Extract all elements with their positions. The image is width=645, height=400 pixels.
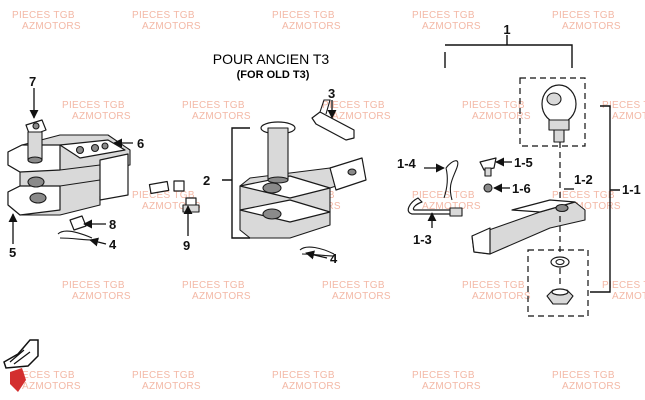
watermark-pieces-tgb: PIECES TGB [602,100,645,111]
watermark-azmotors: AZMOTORS [142,381,201,392]
callout-9: 9 [183,238,190,253]
callout-6: 6 [137,136,144,151]
watermark-pieces-tgb: PIECES TGB [62,280,125,291]
callout-3: 3 [328,86,335,101]
callouts: 1 1-1 1-2 1-3 1-4 1-5 1-6 2 3 4 4 5 6 7 … [9,22,641,266]
callout-2: 2 [203,173,210,188]
watermark-pieces-tgb: PIECES TGB [602,280,645,291]
callout-7: 7 [29,74,36,89]
watermark-pieces-tgb: PIECES TGB [412,370,475,381]
left-hitch-assembly [7,119,200,241]
watermark-pieces-tgb: PIECES TGB [552,10,615,21]
right-hitch-assembly [407,77,589,317]
watermark-pieces-tgb: PIECES TGB [552,190,615,201]
watermark-pieces-tgb: PIECES TGB [12,370,75,381]
callout-1-5: 1-5 [514,155,533,170]
watermark-azmotors: AZMOTORS [422,381,481,392]
watermark-pieces-tgb: PIECES TGB [552,370,615,381]
watermark-azmotors: AZMOTORS [22,21,81,32]
watermark-pieces-tgb: PIECES TGB [62,100,125,111]
watermark-pieces-tgb: PIECES TGB [322,280,385,291]
watermark-azmotors: AZMOTORS [562,201,621,212]
watermark-azmotors: AZMOTORS [282,21,341,32]
watermark-azmotors: AZMOTORS [142,201,201,212]
callout-1-1: 1-1 [622,182,641,197]
watermark-azmotors: AZMOTORS [332,291,391,302]
watermark-azmotors: AZMOTORS [472,111,531,122]
watermark-azmotors: AZMOTORS [612,111,645,122]
callout-8: 8 [109,217,116,232]
watermark-azmotors: AZMOTORS [562,381,621,392]
watermark-pieces-tgb: PIECES TGB [182,100,245,111]
watermark-azmotors: AZMOTORS [72,291,131,302]
watermark-azmotors: AZMOTORS [22,381,81,392]
watermark-pieces-tgb: PIECES TGB [132,190,195,201]
watermark-pieces-tgb: PIECES TGB [182,280,245,291]
middle-hitch-assembly [239,99,367,257]
callout-1-4: 1-4 [397,156,417,171]
watermark-azmotors: AZMOTORS [612,291,645,302]
watermark-azmotors: AZMOTORS [282,381,341,392]
watermark-pieces-tgb: PIECES TGB [462,100,525,111]
azmotors-logo-icon [3,339,39,392]
leader-lines [8,88,574,260]
bracket-part-2 [222,127,250,239]
watermark-azmotors: AZMOTORS [192,111,251,122]
watermark-azmotors: AZMOTORS [142,21,201,32]
watermark-pieces-tgb: PIECES TGB [412,10,475,21]
watermark-azmotors: AZMOTORS [192,291,251,302]
watermark-pieces-tgb: PIECES TGB [462,280,525,291]
bracket-part-1-1 [590,105,620,293]
watermark-pieces-tgb: PIECES TGB [322,100,385,111]
watermark-azmotors: AZMOTORS [562,21,621,32]
callout-1-2: 1-2 [574,172,593,187]
watermark-pieces-tgb: PIECES TGB [272,10,335,21]
watermark-azmotors: AZMOTORS [422,21,481,32]
callout-4-left: 4 [109,237,117,252]
watermark-pieces-tgb: PIECES TGB [412,190,475,201]
watermark-azmotors: AZMOTORS [332,111,391,122]
callout-1: 1 [503,22,510,37]
watermark-pieces-tgb: PIECES TGB [12,10,75,21]
diagram-subtitle: (FOR OLD T3) [237,69,310,81]
watermark-azmotors: AZMOTORS [472,291,531,302]
bracket-part-1 [444,35,573,68]
watermark-azmotors: AZMOTORS [422,201,481,212]
watermark-pieces-tgb: PIECES TGB [132,370,195,381]
diagram-title: POUR ANCIEN T3 [213,51,330,67]
callout-5: 5 [9,245,16,260]
callout-1-3: 1-3 [413,232,432,247]
watermark-azmotors: AZMOTORS [72,111,131,122]
watermark-pieces-tgb: PIECES TGB [132,10,195,21]
callout-4-middle: 4 [330,251,338,266]
callout-1-6: 1-6 [512,181,531,196]
watermark-pieces-tgb: PIECES TGB [272,370,335,381]
